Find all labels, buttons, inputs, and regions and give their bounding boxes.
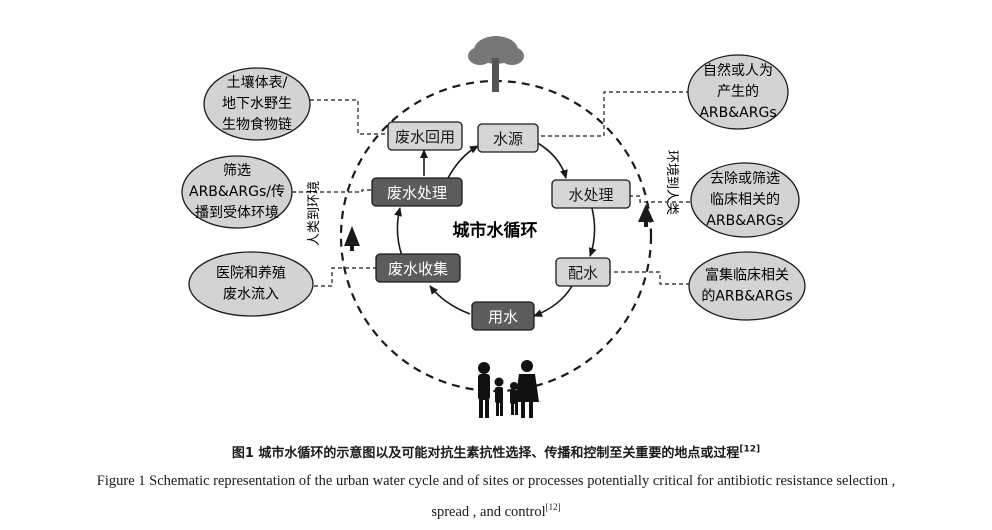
arc-label-right: 环境到人类 [664, 150, 679, 215]
cycle-node-box [387, 121, 463, 151]
caption-en-line2: spread , and control [431, 503, 546, 520]
center-title: 城市水循环 [453, 220, 538, 241]
bubble-shape [181, 155, 293, 229]
bubble-text-line: ARB&ARGs [706, 213, 783, 229]
bubble-text-line: ARB&ARGs [699, 105, 776, 121]
bubble-shape [690, 162, 800, 238]
connector-soil [310, 99, 388, 135]
bubble-text-line: 富集临床相关 [705, 267, 789, 284]
bubble-text-line: 生物食物链 [222, 116, 292, 133]
arrow-wastetreatment-to-source [447, 145, 479, 179]
connector-natural [536, 91, 690, 137]
cycle-node-label: 水源 [493, 130, 523, 148]
figure-caption-cn: 图1 城市水循环的示意图以及可能对抗生素抗性选择、传播和控制至关重要的地点或过程… [0, 442, 992, 461]
bubble-text-line: 自然或人为 [703, 62, 773, 79]
cycle-node-label: 用水 [488, 308, 518, 326]
cycle-node-box [471, 301, 535, 331]
cycle-node-wastewater-reuse: 废水回用 [387, 121, 463, 151]
family-icon [478, 360, 539, 418]
arc-label-left: 人类到环境 [307, 181, 322, 246]
cycle-node-box [375, 253, 461, 283]
cycle-node-water-source: 水源 [477, 123, 539, 153]
caption-cn-text: 图1 城市水循环的示意图以及可能对抗生素抗性选择、传播和控制至关重要的地点或过程 [231, 446, 740, 461]
bubble-shape [688, 251, 806, 321]
arrow-treatment-to-distribution [588, 207, 597, 257]
urban-water-cycle-diagram: 城市水循环 人类到环境 环境到人类 水源水处理配水用水废水收集废水处理废水回用 … [181, 36, 806, 418]
bubble-text-line: 废水流入 [223, 287, 279, 303]
cycle-node-label: 水处理 [568, 186, 613, 204]
bubble-text-line: ARB&ARGs/传 [189, 184, 285, 200]
cycle-node-water-treatment: 水处理 [551, 179, 631, 209]
bubble-text-line: 产生的 [717, 84, 759, 100]
arrow-collection-to-treatment [394, 207, 403, 257]
bubble-text-line: 临床相关的 [710, 192, 780, 208]
cycle-node-box [371, 177, 463, 207]
cycle-node-distribution: 配水 [555, 257, 611, 287]
cycle-node-label: 废水回用 [395, 128, 455, 146]
dashed-connectors [292, 91, 690, 287]
arrow-use-to-collection [429, 285, 471, 315]
caption-cn-ref: [12] [739, 444, 761, 455]
connector-hospital [314, 267, 376, 287]
cycle-node-label: 废水收集 [388, 260, 448, 278]
arrow-distribution-to-use [533, 285, 573, 317]
bubble-text-line: 土壤体表/ [227, 74, 288, 91]
caption-en-line1: Figure 1 Schematic representation of the… [96, 473, 896, 489]
tree-icon [468, 36, 524, 92]
arrow-source-to-treatment [535, 141, 568, 179]
small-tree-icon-right [638, 204, 654, 227]
cycle-node-wastewater-collection: 废水收集 [375, 253, 461, 283]
cycle-node-wastewater-treatment: 废水处理 [371, 177, 463, 207]
cycle-node-label: 配水 [568, 264, 598, 282]
bubble-shape [188, 251, 314, 317]
cycle-node-box [477, 123, 539, 153]
bubble-shape [203, 67, 311, 141]
cycle-node-water-use: 用水 [471, 301, 535, 331]
cycle-arrows [394, 141, 597, 317]
bubble-text-line: 筛选 [223, 163, 251, 179]
caption-en-line2-wrap: spread , and control[12] [0, 494, 992, 525]
bubble-text-line: 医院和养殖 [216, 265, 286, 282]
cycle-node-box [551, 179, 631, 209]
bubble-text-line: 的ARB&ARGs [701, 289, 792, 305]
figure-caption-en: Figure 1 Schematic representation of the… [0, 468, 992, 525]
cycle-node-label: 废水处理 [387, 184, 447, 202]
bubble-text-line: 播到受体环境 [195, 205, 279, 221]
bubble-text-line: 去除或筛选 [710, 171, 780, 187]
bubble-text-line: 地下水野生 [222, 96, 292, 112]
small-tree-icon-left [344, 226, 360, 251]
connector-remove [628, 195, 690, 203]
connector-enrich [610, 271, 690, 285]
cycle-node-box [555, 257, 611, 287]
bubble-shape [687, 54, 789, 130]
connector-screening [292, 189, 372, 193]
caption-en-ref: [12] [545, 502, 561, 512]
